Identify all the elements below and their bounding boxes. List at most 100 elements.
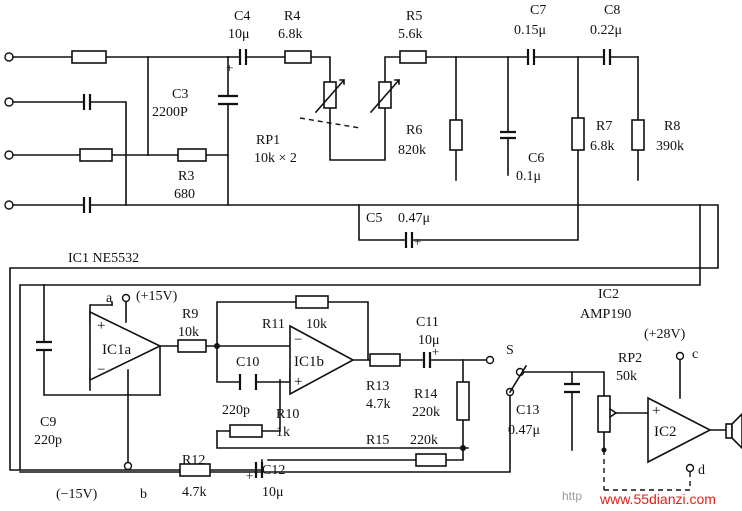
- resistor-input-1: [71, 50, 107, 64]
- junction-dots: [214, 343, 607, 453]
- resistor-r3: [177, 148, 207, 162]
- ic1-title: IC1 NE5532: [68, 251, 139, 266]
- component-labels: C4 10μ R4 6.8k R5 5.6k C7 0.15μ C8 0.22μ…: [34, 3, 705, 502]
- potentiometer-rp2: [597, 395, 611, 433]
- c12-value: 10μ: [262, 485, 284, 500]
- watermark: http www.55dianzi.com: [562, 489, 716, 507]
- watermark-prefix: http: [562, 489, 582, 503]
- capacitor-c9: [36, 340, 52, 352]
- capacitor-c12: [254, 462, 264, 478]
- capacitor-c4: [238, 49, 248, 65]
- r15-name: R15: [366, 433, 389, 448]
- resistor-r11: [295, 295, 329, 309]
- rp2-value: 50k: [616, 369, 637, 384]
- resistor-r5: [399, 50, 427, 64]
- svg-text:+: +: [294, 374, 302, 390]
- c13-value: 0.47μ: [508, 423, 540, 438]
- capacitor-c7: [526, 49, 536, 65]
- input-terminal-3[interactable]: [4, 150, 14, 160]
- r13-name: R13: [366, 379, 389, 394]
- ground-dashed-ic2: [604, 470, 691, 491]
- c5-value: 0.47μ: [398, 211, 430, 226]
- rp1-value: 10k × 2: [254, 151, 297, 166]
- ic1a-label: IC1a: [102, 342, 132, 358]
- ic2-part: AMP190: [580, 307, 631, 322]
- r4-name: R4: [284, 9, 300, 24]
- r11-name: R11: [262, 317, 285, 332]
- r13-value: 4.7k: [366, 397, 391, 412]
- switch-label: S: [506, 343, 514, 358]
- r7-value: 6.8k: [590, 139, 615, 154]
- ic1b-opamp: − +: [289, 324, 355, 396]
- capacitor-c10: [238, 374, 258, 390]
- r3-name: R3: [178, 169, 194, 184]
- r8-value: 390k: [656, 139, 684, 154]
- capacitor-c11: [422, 352, 432, 368]
- c5-name: C5: [366, 211, 382, 226]
- resistor-r14: [456, 381, 470, 421]
- rp1-arrow-a: [314, 78, 346, 114]
- c11-name: C11: [416, 315, 439, 330]
- input-terminal-4[interactable]: [4, 200, 14, 210]
- r5-value: 5.6k: [398, 27, 423, 42]
- c6-name: C6: [528, 151, 544, 166]
- resistor-r9: [177, 339, 207, 353]
- c10-name: C10: [236, 355, 259, 370]
- r15-value: 220k: [410, 433, 438, 448]
- capacitor-input-4: [82, 197, 92, 213]
- c7-name: C7: [530, 3, 546, 18]
- svg-text:+: +: [97, 318, 105, 334]
- c4-name: C4: [234, 9, 250, 24]
- r12-value: 4.7k: [182, 485, 207, 500]
- r9-value: 10k: [178, 325, 199, 340]
- r10-value: 1k: [276, 425, 290, 440]
- switch-s[interactable]: [485, 355, 528, 397]
- pin-d-terminal[interactable]: [685, 463, 695, 473]
- r14-value: 220k: [412, 405, 440, 420]
- resistor-r6: [449, 119, 463, 151]
- ganged-pot-link: [299, 117, 361, 129]
- c4-polarity: +: [226, 60, 233, 75]
- resistor-r13: [369, 353, 401, 367]
- pin-a-label: a: [106, 291, 113, 306]
- c3-name: C3: [172, 87, 188, 102]
- r9-name: R9: [182, 307, 198, 322]
- r6-value: 820k: [398, 143, 426, 158]
- ic1-vneg: (−15V): [56, 487, 98, 502]
- pin-b-label: b: [140, 487, 147, 502]
- r5-name: R5: [406, 9, 422, 24]
- capacitor-c13: [564, 382, 580, 394]
- c12-name: C12: [262, 463, 285, 478]
- pin-a-terminal[interactable]: [121, 293, 131, 303]
- capacitor-c6: [500, 130, 516, 140]
- c11-value: 10μ: [418, 333, 440, 348]
- resistor-r15: [415, 453, 447, 467]
- ic2-title: IC2: [598, 287, 619, 302]
- svg-text:−: −: [294, 332, 302, 348]
- c6-value: 0.1μ: [516, 169, 541, 184]
- c11-polarity: +: [432, 344, 439, 359]
- ic2-label: IC2: [654, 424, 677, 440]
- capacitor-input-2: [82, 94, 92, 110]
- r14-name: R14: [414, 387, 437, 402]
- pin-b-terminal[interactable]: [123, 461, 133, 471]
- pin-c-terminal[interactable]: [675, 351, 685, 361]
- resistor-r12: [179, 463, 211, 477]
- c12-polarity: +: [246, 468, 253, 483]
- input-terminal-1[interactable]: [4, 52, 14, 62]
- input-terminal-2[interactable]: [4, 97, 14, 107]
- capacitor-c3: [218, 94, 238, 106]
- c13-name: C13: [516, 403, 539, 418]
- rp1-name: RP1: [256, 133, 280, 148]
- r10-name: R10: [276, 407, 299, 422]
- resistor-r10: [229, 424, 263, 438]
- rp1-arrow-b: [369, 78, 401, 114]
- c7-value: 0.15μ: [514, 23, 546, 38]
- resistor-input-3: [79, 148, 113, 162]
- rp2-name: RP2: [618, 351, 642, 366]
- watermark-site: www.55dianzi.com: [599, 491, 716, 507]
- c3-value: 2200P: [152, 105, 188, 120]
- capacitor-c5: [404, 232, 414, 248]
- ic1-vpos: (+15V): [136, 289, 178, 304]
